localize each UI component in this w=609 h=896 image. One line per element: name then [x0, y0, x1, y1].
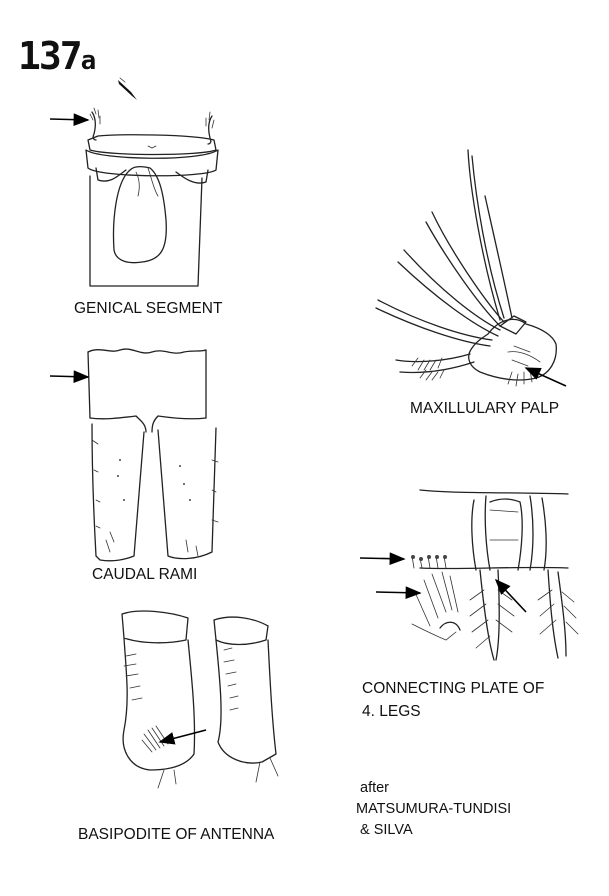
credit-line2: MATSUMURA-TUNDISI [356, 801, 512, 817]
plate-number: 137a [18, 34, 97, 78]
credit-line3: & SILVA [360, 822, 413, 838]
maxillulary-palp-label: MAXILLULARY PALP [410, 400, 560, 417]
basipodite-label: BASIPODITE OF ANTENNA [78, 826, 275, 843]
genical-segment-drawing [49, 107, 219, 287]
pen-mark-icon [118, 77, 137, 100]
basipodite-drawing [121, 610, 279, 789]
credit-line1: after [360, 780, 390, 796]
connecting-plate-label-line2: 4. LEGS [362, 703, 421, 720]
caudal-rami-drawing [49, 348, 219, 562]
connecting-plate-drawing [359, 489, 579, 661]
maxillulary-palp-drawing [375, 149, 567, 387]
plate-number-main: 137 [18, 34, 83, 78]
caudal-rami-label: CAUDAL RAMI [92, 566, 198, 583]
source-credit: after MATSUMURA-TUNDISI & SILVA [356, 778, 511, 841]
plate-number-suffix: a [80, 46, 97, 76]
genical-segment-label: GENICAL SEGMENT [74, 300, 223, 317]
connecting-plate-label-line1: CONNECTING PLATE OF [362, 680, 545, 697]
